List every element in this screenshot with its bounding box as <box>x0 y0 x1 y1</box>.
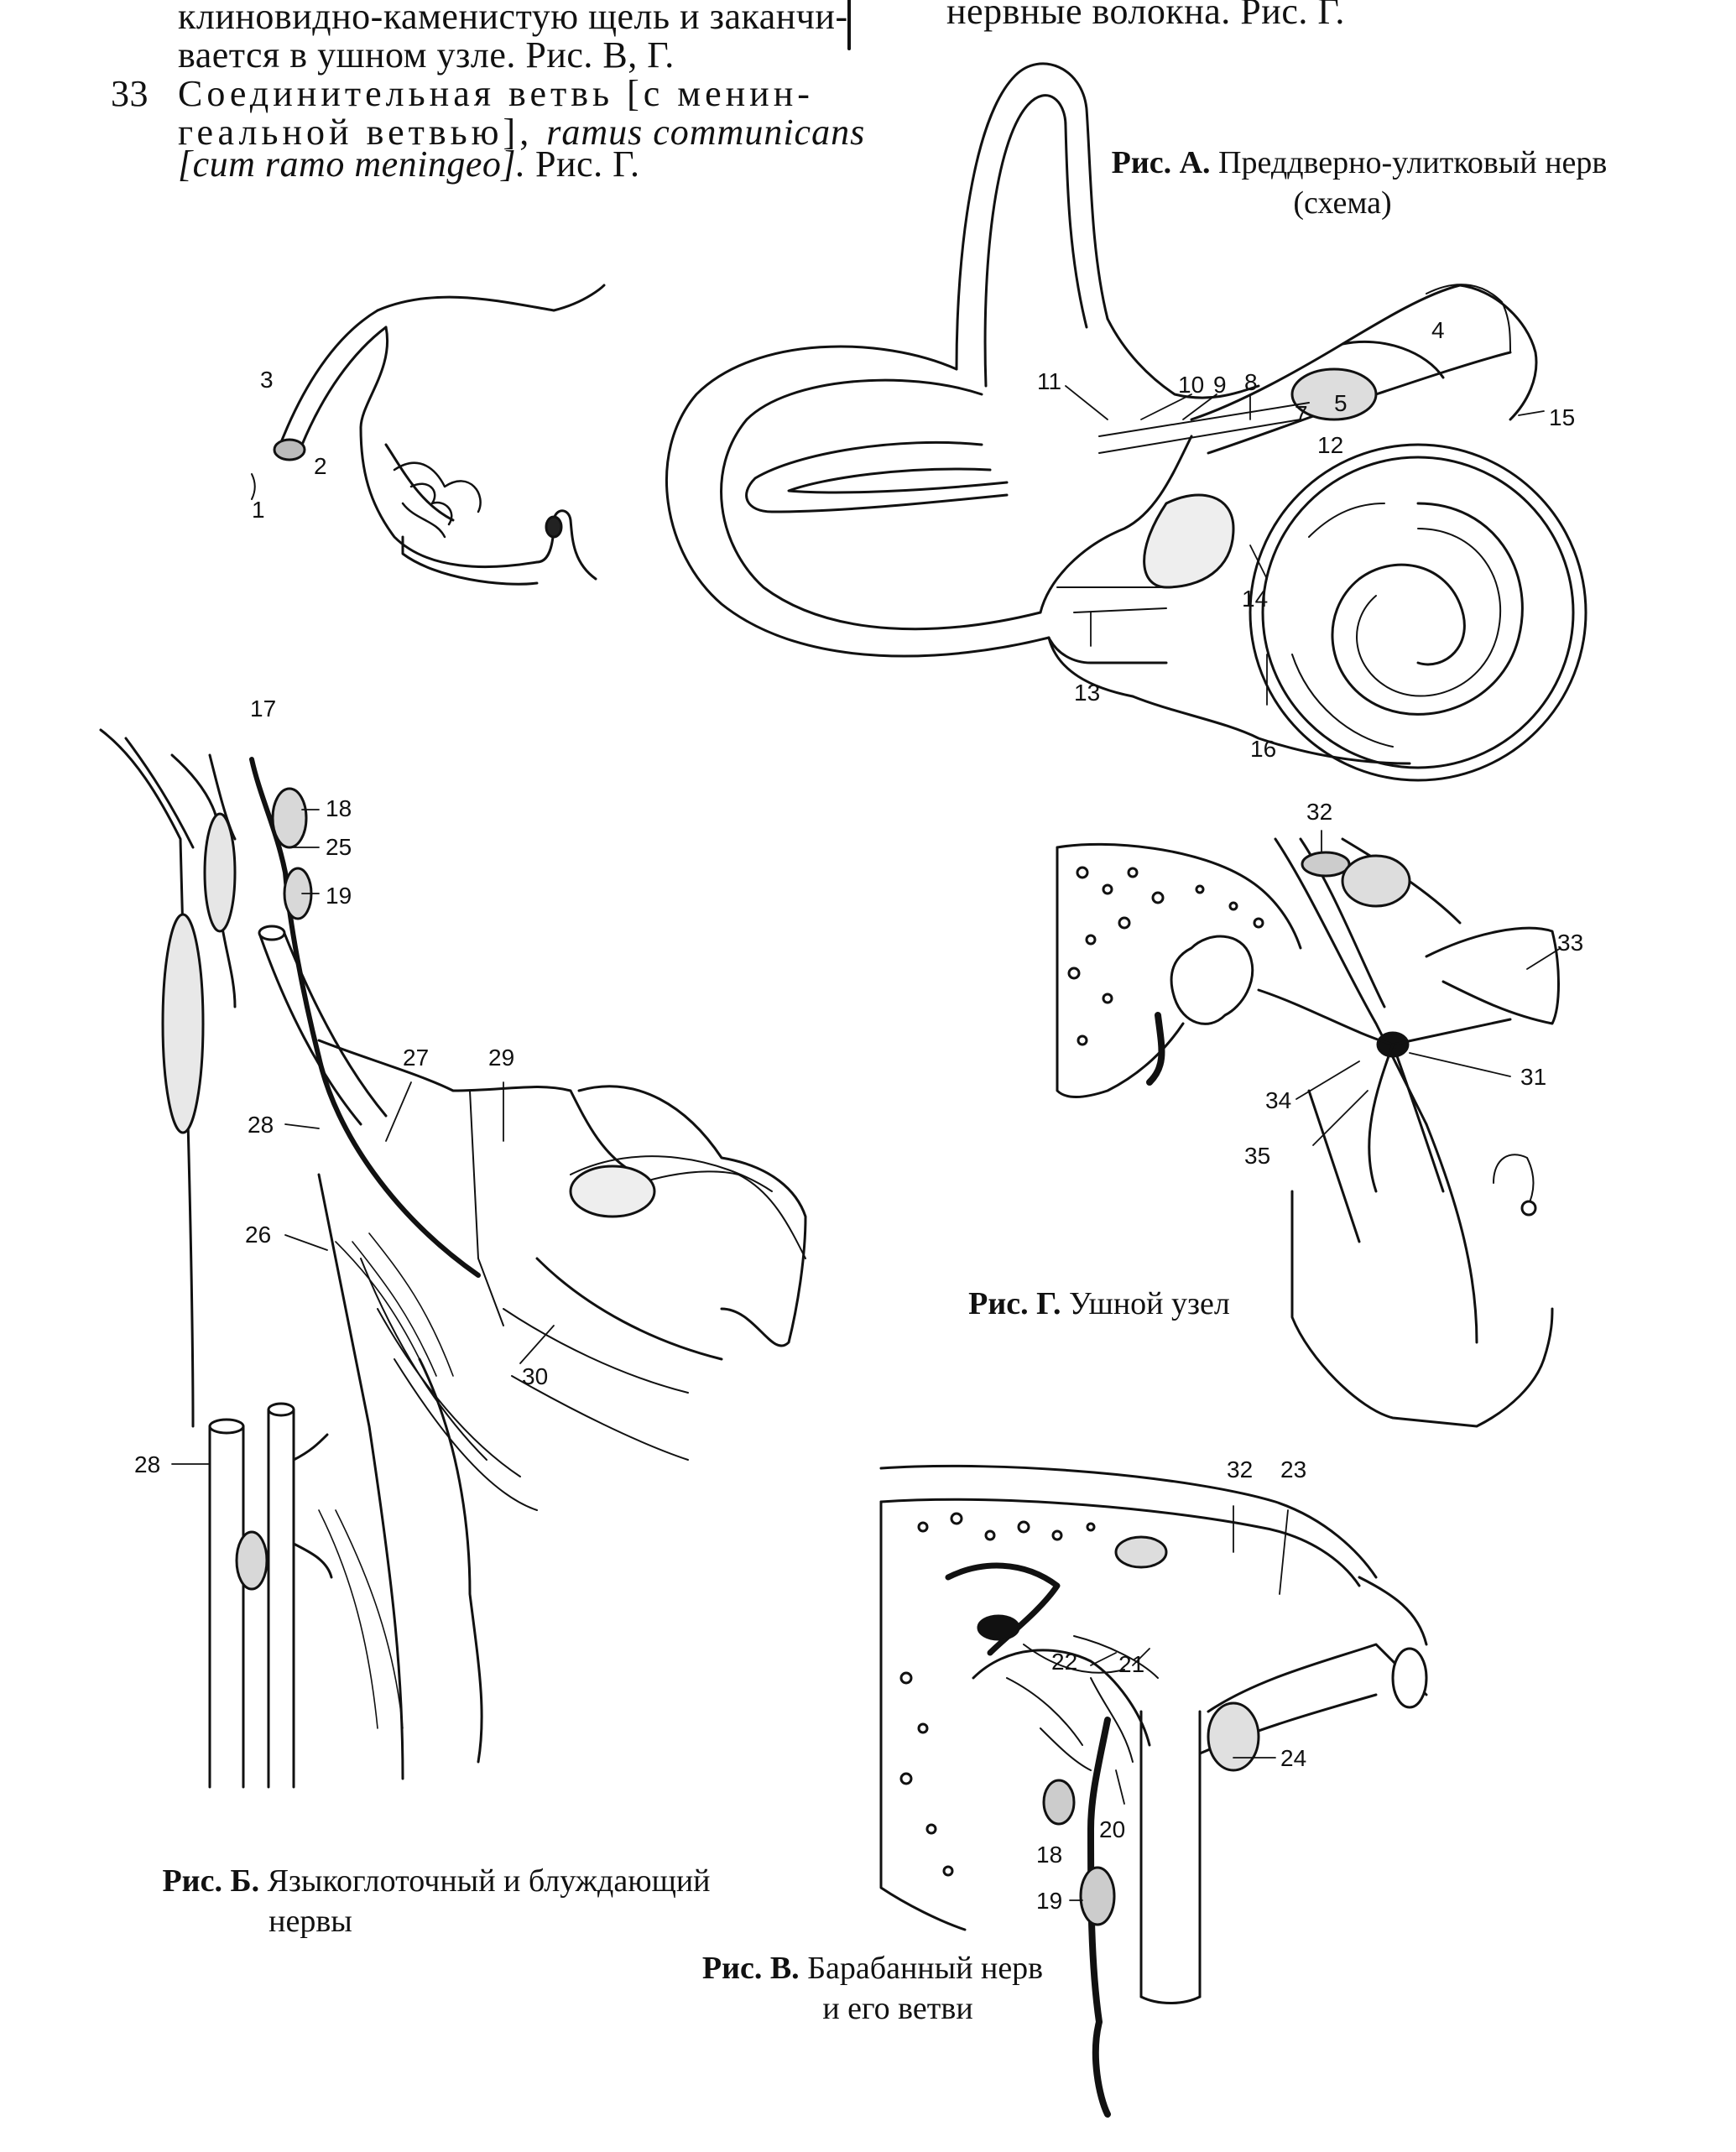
label-v-21: 21 <box>1118 1651 1145 1677</box>
label-a-1: 1 <box>252 497 265 523</box>
label-a-8: 8 <box>1244 369 1258 395</box>
caption-figure-v-line2: и его ветви <box>822 1991 973 2026</box>
label-a-2: 2 <box>314 453 327 479</box>
caption-figure-g-prefix: Рис. Г. <box>968 1286 1061 1321</box>
item-33-line3-latin: [cum ramo meningeo]. <box>178 143 526 185</box>
label-a-11: 11 <box>1037 368 1062 394</box>
text-right-line1: нервные волокна. Рис. Г. <box>946 0 1345 32</box>
caption-figure-g-text: Ушной узел <box>1069 1286 1230 1321</box>
figure-a-inner-ear-drawing <box>665 62 1587 782</box>
text-left-line2: вается в ушном узле. Рис. В, Г. <box>178 34 675 76</box>
label-b-28-upper: 28 <box>248 1112 274 1138</box>
label-v-24: 24 <box>1280 1745 1307 1771</box>
caption-figure-a-line2: (схема) <box>1293 185 1392 221</box>
label-v-20: 20 <box>1099 1816 1126 1842</box>
label-g-31: 31 <box>1520 1064 1547 1090</box>
label-g-35: 35 <box>1244 1143 1271 1169</box>
label-a-9: 9 <box>1213 372 1227 398</box>
caption-figure-b-text: Языкоглоточный и блуждающий <box>267 1863 711 1899</box>
caption-figure-a-prefix: Рис. А. <box>1111 145 1211 180</box>
figure-g-otic-ganglion-drawing <box>1056 830 1561 1428</box>
caption-figure-g: Рис. Г. Ушной узел <box>931 1284 1267 1324</box>
caption-figure-b-prefix: Рис. Б. <box>162 1863 260 1899</box>
label-b-30: 30 <box>522 1363 549 1389</box>
caption-figure-a-line1: Рис. А. Преддверно-улитковый нерв <box>1049 143 1670 183</box>
label-b-26: 26 <box>245 1222 272 1248</box>
label-g-32: 32 <box>1306 799 1333 825</box>
label-a-4: 4 <box>1431 317 1445 343</box>
label-a-7: 7 <box>1295 401 1308 427</box>
caption-figure-b-line2: нервы <box>268 1904 352 1939</box>
label-a-5: 5 <box>1334 390 1348 416</box>
figure-v-tympanic-drawing <box>879 1464 1428 2118</box>
label-b-29: 29 <box>488 1045 515 1071</box>
label-v-22: 22 <box>1051 1649 1078 1675</box>
label-b-18: 18 <box>326 795 352 821</box>
caption-figure-v-prefix: Рис. В. <box>701 1951 800 1986</box>
caption-figure-v-text: Барабанный нерв <box>807 1951 1044 1986</box>
item-33-line2-ru: геальной ветвью], <box>178 112 534 153</box>
label-b-25: 25 <box>326 834 352 860</box>
label-v-23: 23 <box>1280 1456 1307 1482</box>
caption-figure-a-text: Преддверно-улитковый нерв <box>1218 145 1608 180</box>
label-b-19: 19 <box>326 883 352 909</box>
label-a-10: 10 <box>1178 372 1205 398</box>
label-b-28-lower: 28 <box>134 1451 161 1477</box>
caption-figure-v-line1: Рис. В. Барабанный нерв <box>654 1948 1091 1988</box>
caption-figure-a: Рис. А. Преддверно-улитковый нерв (схема… <box>1049 143 1670 223</box>
item-33-line1: Соединительная ветвь [с менин- <box>178 73 814 114</box>
item-33-line3: [cum ramo meningeo]. Рис. Г. <box>178 143 640 186</box>
label-a-16: 16 <box>1250 736 1277 762</box>
label-a-12: 12 <box>1317 432 1344 458</box>
label-a-13: 13 <box>1074 680 1101 706</box>
caption-figure-b: Рис. Б. Языкоглоточный и блуждающий нерв… <box>117 1861 755 1941</box>
label-g-34: 34 <box>1265 1087 1292 1113</box>
item-33-line2: геальной ветвью], ramus communicans <box>178 111 865 154</box>
label-a-15: 15 <box>1549 404 1576 430</box>
label-b-17: 17 <box>250 696 277 722</box>
caption-figure-v: Рис. В. Барабанный нерв и его ветви <box>654 1948 1091 2029</box>
text-left-line1: клиновидно-каменистую щель и заканчи- <box>178 0 848 37</box>
item-33-line2-latin: ramus communicans <box>546 112 866 153</box>
figure-brainstem-drawing <box>251 284 606 586</box>
label-a-3: 3 <box>260 367 274 393</box>
label-b-27: 27 <box>403 1045 430 1071</box>
item-33-number: 33 <box>111 73 149 114</box>
figure-b-nerves-drawing <box>99 728 807 1789</box>
caption-figure-b-line1: Рис. Б. Языкоглоточный и блуждающий <box>117 1861 755 1901</box>
label-g-33: 33 <box>1557 930 1584 956</box>
label-a-14: 14 <box>1242 586 1269 612</box>
label-v-19: 19 <box>1036 1888 1063 1914</box>
label-v-32: 32 <box>1227 1456 1254 1482</box>
label-v-18: 18 <box>1036 1842 1063 1868</box>
item-33-line3-ref: Рис. Г. <box>535 143 640 185</box>
